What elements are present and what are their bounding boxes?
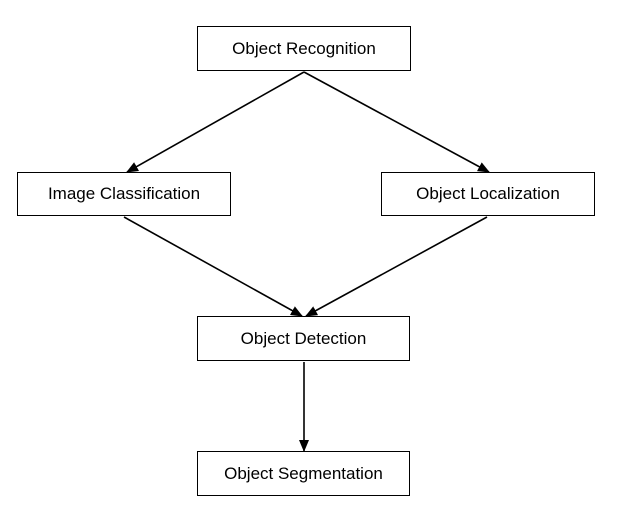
arrow-localization-to-detection [305,216,488,317]
node-image-classification: Image Classification [17,172,231,216]
node-label: Object Detection [240,328,367,348]
node-label: Image Classification [47,184,201,203]
node-label: Object Recognition [232,38,376,58]
node-object-recognition: Object Recognition [197,26,411,71]
node-object-localization: Object Localization [381,172,595,216]
arrow-recognition-to-classification [126,71,305,173]
arrow-recognition-to-localization [303,71,490,173]
node-object-segmentation: Object Segmentation [197,451,410,496]
node-label: Object Localization [416,184,560,203]
arrow-classification-to-detection [123,216,303,317]
node-object-detection: Object Detection [197,316,410,361]
node-label: Object Segmentation [224,463,383,483]
